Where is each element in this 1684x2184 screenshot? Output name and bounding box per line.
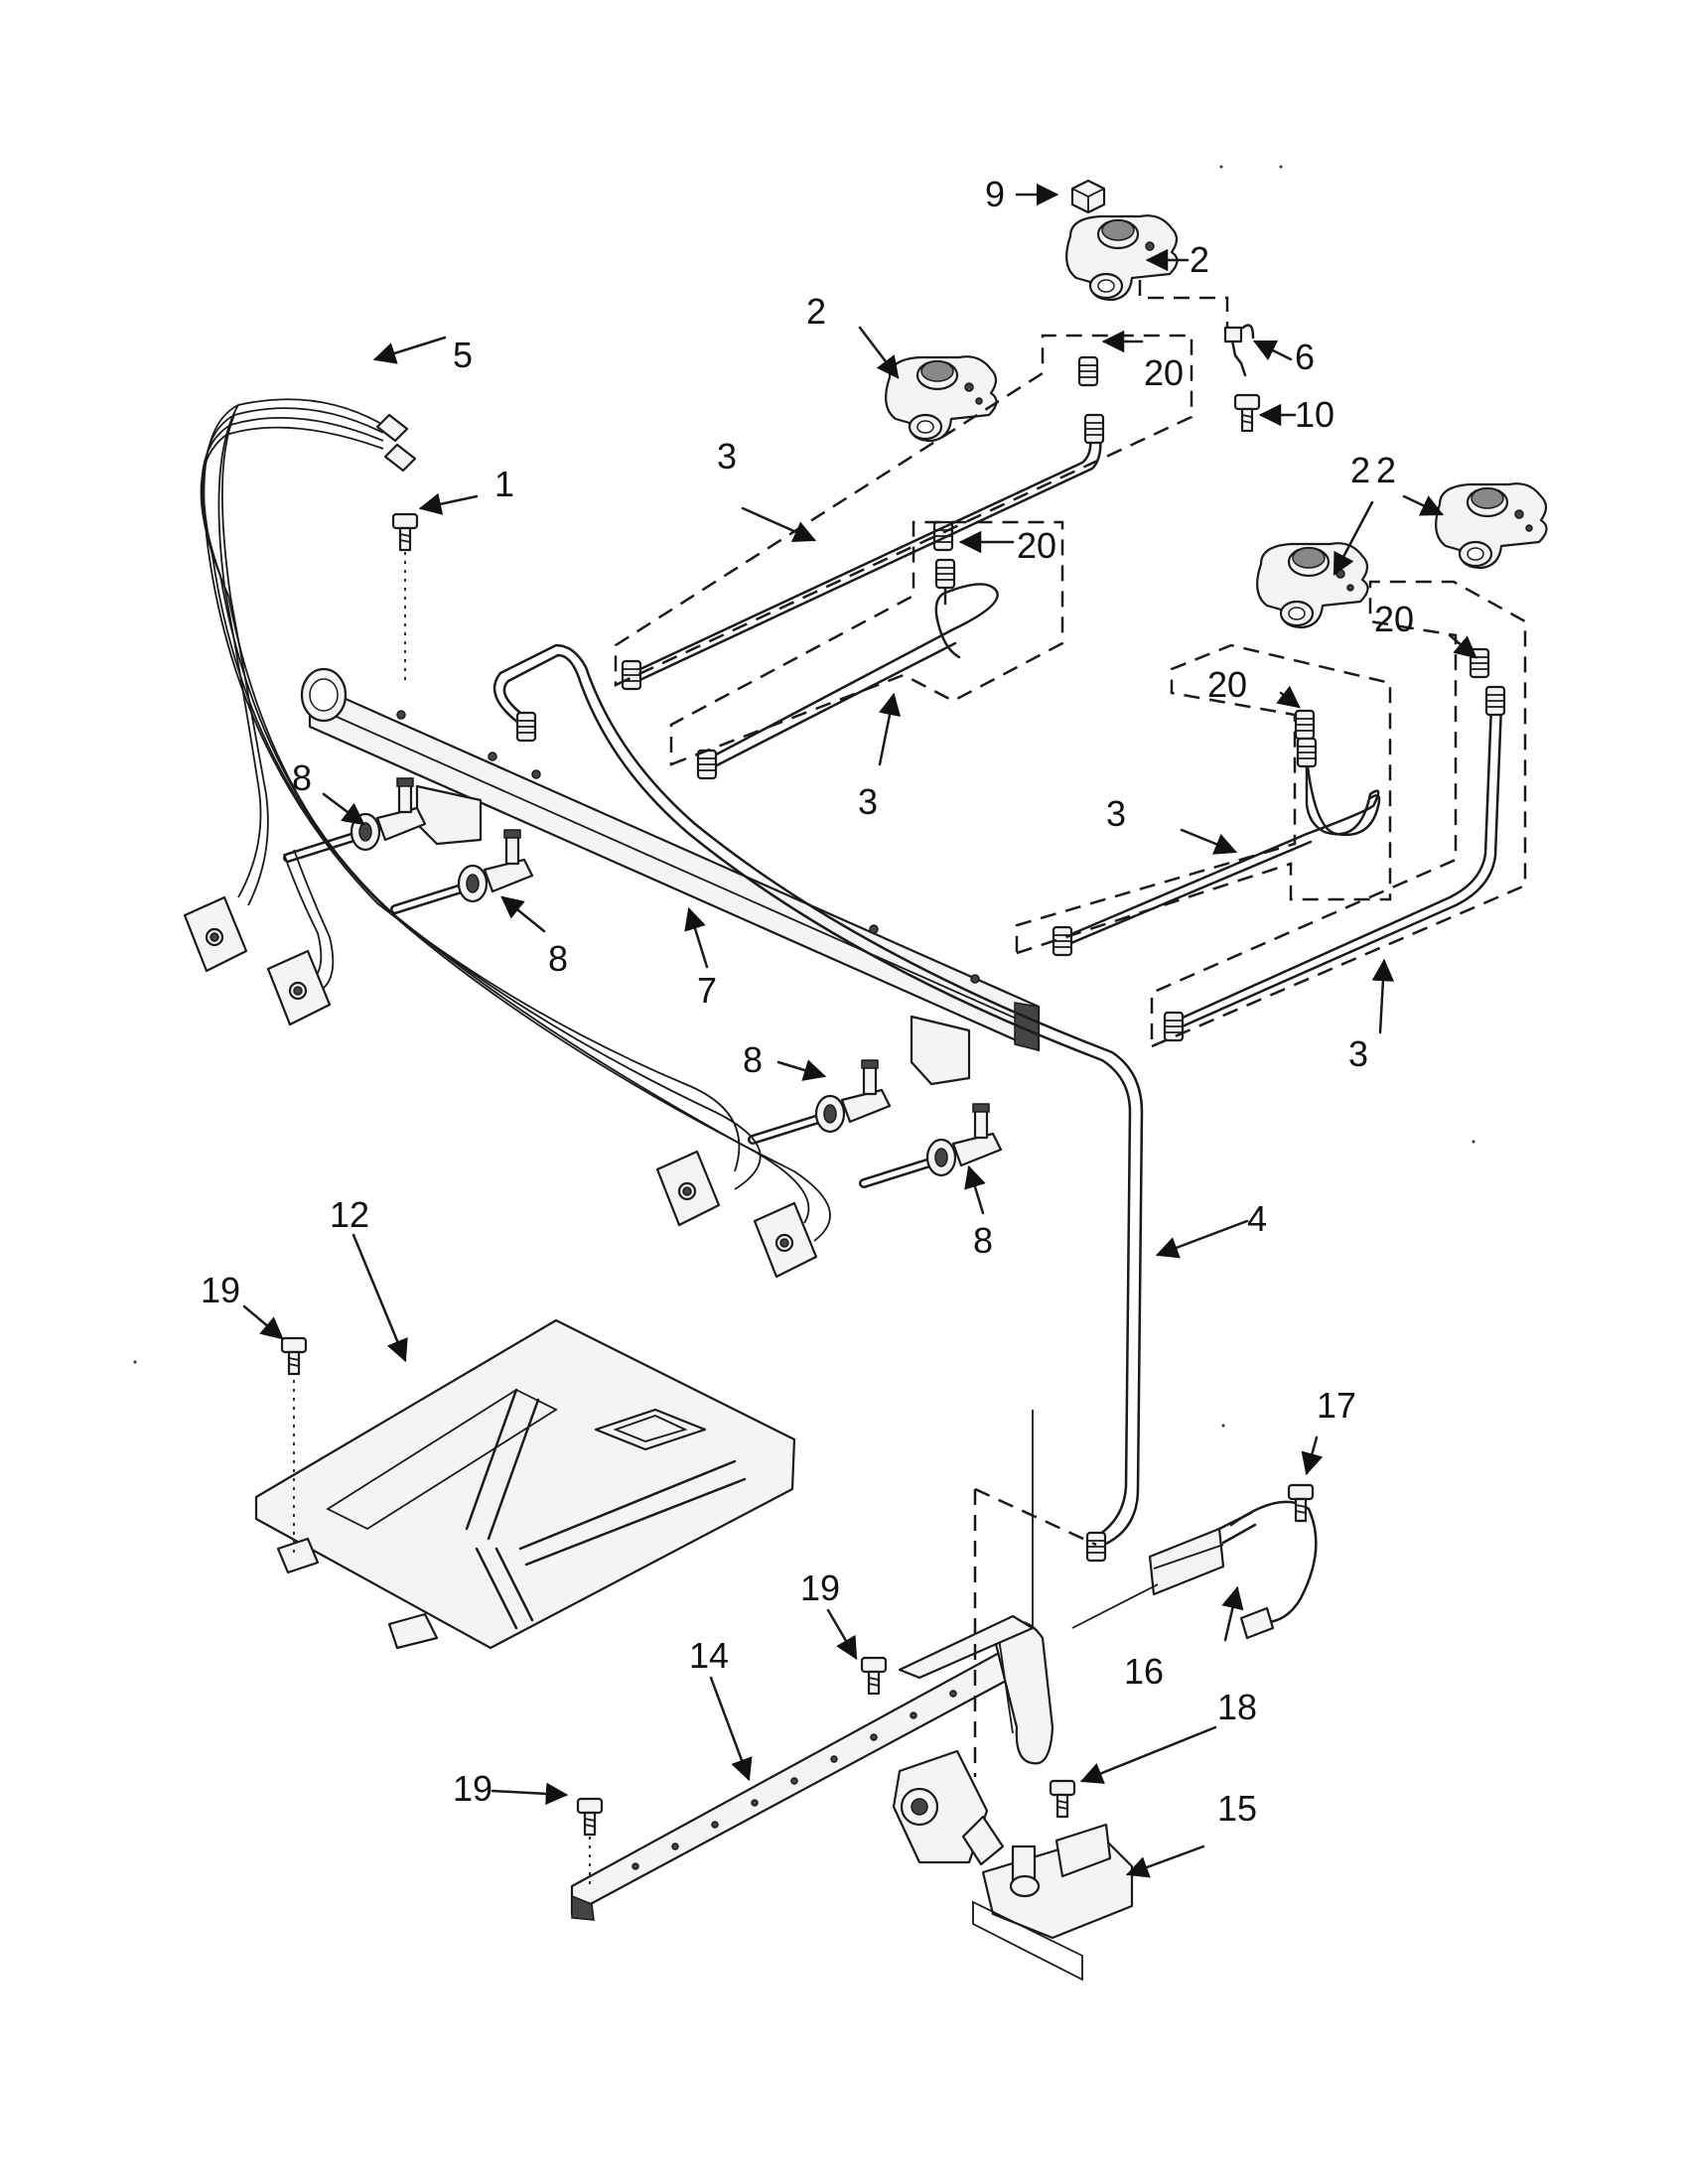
burner-screw-upper — [860, 1656, 888, 1696]
callout-18: 18 — [1217, 1687, 1257, 1727]
callout-3-third: 3 — [1106, 793, 1126, 834]
callout-4: 4 — [1247, 1198, 1267, 1239]
callout-15: 15 — [1217, 1788, 1257, 1829]
callout-20-third: 20 — [1374, 599, 1414, 639]
switch-bracket-1 — [183, 895, 248, 973]
orifice-4 — [1469, 647, 1490, 679]
screw-1 — [391, 512, 419, 552]
callout-9: 9 — [985, 174, 1005, 214]
burner-head-top — [1065, 214, 1179, 302]
callout-19-burner: 19 — [800, 1568, 840, 1608]
callout-leaders — [242, 183, 1477, 1878]
burner-head-left — [885, 355, 998, 443]
switch-bracket-3 — [655, 1150, 721, 1227]
burner-valve-4 — [864, 1104, 1001, 1183]
callout-8-second: 8 — [548, 938, 568, 979]
callout-20-top: 20 — [1144, 352, 1184, 393]
callout-8-fourth: 8 — [973, 1220, 993, 1261]
callout-19-lower: 19 — [453, 1768, 492, 1809]
callout-14: 14 — [689, 1635, 729, 1676]
dashed-guide-top — [1138, 280, 1229, 328]
callout-2-left: 2 — [806, 291, 826, 332]
burner-head-middle — [1256, 542, 1369, 629]
oven-supply-tube — [492, 643, 1144, 1563]
burner-screw-lower — [576, 1797, 604, 1837]
callout-6: 6 — [1295, 337, 1315, 377]
oven-safety-valve — [892, 1749, 1134, 1981]
callout-19-shield: 19 — [201, 1270, 240, 1310]
callout-3-second: 3 — [858, 781, 878, 822]
callout-1: 1 — [494, 464, 514, 504]
orifice-1 — [1077, 355, 1099, 387]
nut — [1070, 179, 1106, 214]
callout-8-third: 8 — [743, 1039, 763, 1080]
callout-5: 5 — [453, 335, 473, 375]
callout-10: 10 — [1295, 394, 1334, 435]
burner-valve-3 — [753, 1060, 890, 1140]
callout-17: 17 — [1317, 1385, 1356, 1426]
callout-2-right: 2 — [1376, 450, 1396, 490]
callout-3-top: 3 — [717, 436, 737, 477]
switch-bracket-4 — [753, 1201, 818, 1279]
callout-2-top: 2 — [1190, 239, 1209, 280]
callout-20-second: 20 — [1017, 525, 1056, 566]
manifold-bracket-right — [910, 1015, 971, 1086]
oven-burner — [570, 1614, 1054, 1921]
callout-7: 7 — [697, 970, 717, 1011]
callout-2-middle: 2 — [1350, 450, 1370, 490]
callout-3-fourth: 3 — [1348, 1033, 1368, 1074]
callout-20-fourth: 20 — [1207, 664, 1247, 705]
oven-igniter — [1071, 1500, 1318, 1640]
burner-tube-front-middle — [1062, 756, 1380, 939]
orifice-3 — [1294, 709, 1316, 741]
callout-12: 12 — [330, 1194, 369, 1235]
callout-16: 16 — [1124, 1651, 1164, 1692]
valve-screw — [1049, 1779, 1076, 1819]
burner-tube-front-right — [1170, 703, 1493, 1024]
shield-screw — [280, 1336, 308, 1376]
callout-8-first: 8 — [292, 757, 312, 798]
igniter-electrode — [1223, 324, 1255, 377]
burner-tube-back-middle — [703, 583, 999, 762]
burner-head-right — [1435, 482, 1548, 570]
wire-harness — [200, 398, 831, 1242]
speck — [1219, 165, 1223, 169]
electrode-screw — [1233, 393, 1261, 433]
heat-shield — [254, 1318, 796, 1650]
